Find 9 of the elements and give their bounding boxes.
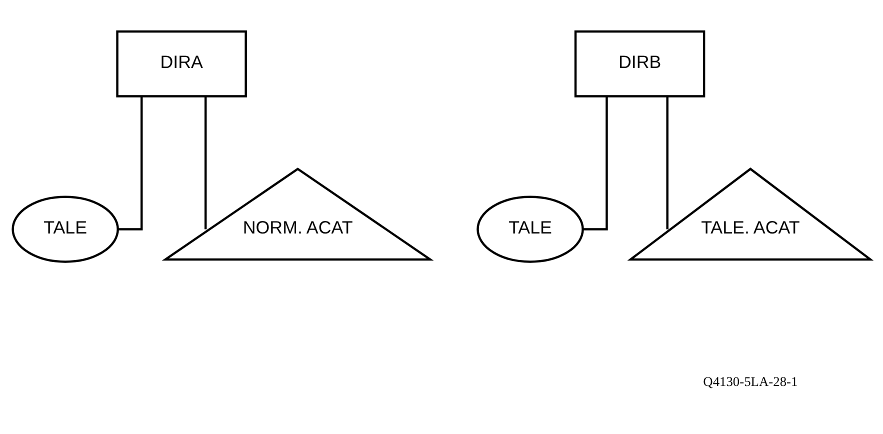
connector <box>204 96 207 230</box>
node-ellipse: TALE <box>476 196 584 263</box>
node-box: DIRA <box>116 30 247 98</box>
label: Q4130-5LA-28-1 <box>703 374 798 389</box>
connector <box>666 96 668 230</box>
node-box: DIRB <box>574 30 706 98</box>
connector <box>582 96 608 230</box>
node-ellipse: TALE <box>12 196 119 263</box>
connector <box>118 96 143 230</box>
